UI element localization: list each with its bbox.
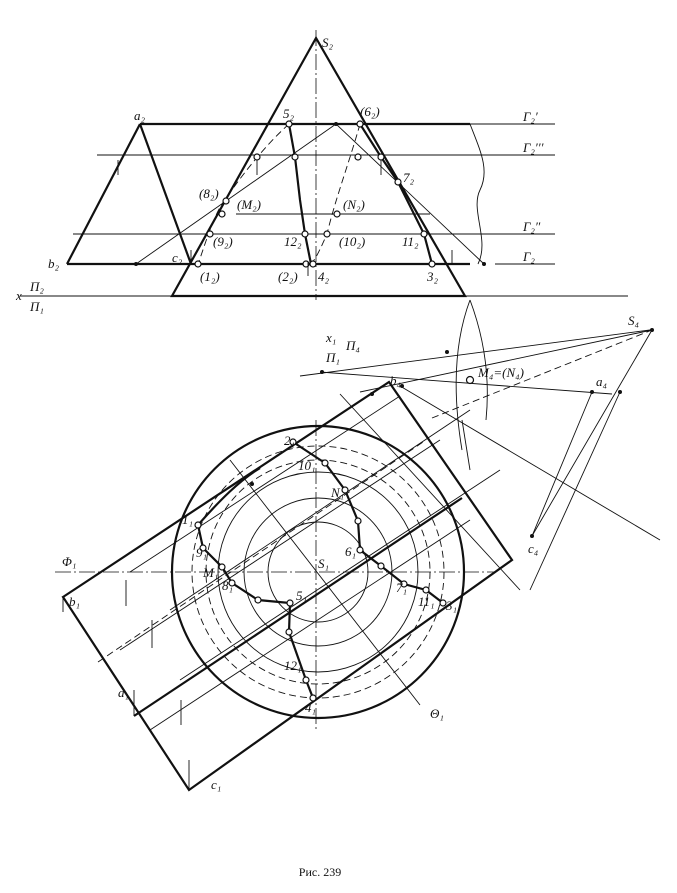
aux-ray-4 xyxy=(531,329,653,537)
label-4-1: 4₁ xyxy=(305,700,316,715)
prism-hidden-edge xyxy=(97,439,427,663)
label-b4: b₄ xyxy=(390,373,402,388)
label-11-2: 11₂ xyxy=(402,234,419,249)
label-12-1: 12₁ xyxy=(284,658,302,673)
label-Theta1: Θ₁ xyxy=(430,706,444,721)
label-Pi2: Π₂ xyxy=(29,279,44,294)
front-view: S₂ a₂ 5₂ (6₂) 7₂ (8₂) (M₂) (N₂) (9₂) 12₂… xyxy=(48,30,555,300)
arc-construction xyxy=(455,299,471,451)
aux-ray-6 xyxy=(529,391,621,591)
label-x1: x₁ xyxy=(325,330,336,345)
label-a1: a₁ xyxy=(118,685,129,700)
label-6-1: 6₁ xyxy=(345,544,356,559)
label-Pi4: Π₄ xyxy=(345,338,360,353)
label-c1: c₁ xyxy=(211,777,221,792)
intersection-curve-visible-front xyxy=(287,123,313,265)
axis-x: x Π₂ Π₁ xyxy=(15,279,628,314)
label-S1: S₁ xyxy=(318,556,329,571)
label-S2: S₂ xyxy=(322,35,334,50)
prism-top-outline xyxy=(61,380,514,792)
label-G2: Г₂ xyxy=(522,249,535,264)
axis-Theta1 xyxy=(229,459,421,706)
axis-x1 xyxy=(299,329,651,377)
label-a4: a₄ xyxy=(596,374,608,389)
label-c4: c₄ xyxy=(528,541,539,556)
label-8-2: (8₂) xyxy=(199,186,219,201)
intersection-curve-top-c xyxy=(197,467,261,526)
label-6-2: (6₂) xyxy=(360,104,380,119)
label-G2-triple: Г₂′′′ xyxy=(522,140,544,155)
auxiliary-view: S₄ x₁ Π₄ Π₁ M₄=(N₄) b₄ a₄ c₄ xyxy=(299,299,661,591)
label-10-1: 10₁ xyxy=(298,458,316,473)
label-9-2: (9₂) xyxy=(213,234,233,249)
label-M1: M₁ xyxy=(202,565,218,580)
label-b2: b₂ xyxy=(48,256,60,271)
cone-front-outline xyxy=(170,35,467,298)
label-a2: a₂ xyxy=(134,108,146,123)
label-M4N4: M₄=(N₄) xyxy=(477,365,524,380)
label-3-2: 3₂ xyxy=(426,269,439,284)
label-2-1: 2₁ xyxy=(284,433,295,448)
label-M2: (M₂) xyxy=(237,197,261,212)
label-N1: N₁ xyxy=(330,485,344,500)
label-S4: S₄ xyxy=(628,313,640,328)
top-view: 2₁ 10₁ N₁ 1₁ 9₁ M₁ 8₁ 6₁ S₁ 5₁ 7₁ 11₁ 3₁… xyxy=(55,380,514,792)
label-Pi1: Π₁ xyxy=(29,299,44,314)
label-G2-double: Г₂″ xyxy=(522,219,541,234)
aux-ray-5 xyxy=(531,391,593,537)
label-11-1: 11₁ xyxy=(418,594,435,609)
aux-ray-1 xyxy=(319,371,613,395)
label-b1: b₁ xyxy=(69,594,80,609)
proj-link-1 xyxy=(399,385,661,541)
label-9-1: 9₁ xyxy=(196,545,207,560)
aux-line-1 xyxy=(135,123,337,265)
label-10-2: (10₂) xyxy=(339,234,365,249)
intersection-curve-right-front xyxy=(359,123,434,265)
proj-link-2 xyxy=(339,393,521,591)
label-5-1: 5₁ xyxy=(296,588,307,603)
label-12-2: 12₂ xyxy=(284,234,302,249)
label-Pi1-aux: Π₁ xyxy=(325,350,340,365)
break-line xyxy=(469,123,485,265)
aux-ray-2 xyxy=(359,329,653,393)
label-1-1: 1₁ xyxy=(182,512,193,527)
label-c2: c₂ xyxy=(172,250,183,265)
label-7-2: 7₂ xyxy=(403,170,415,185)
aux-ray-3 xyxy=(431,329,653,419)
intersection-curve-hidden-left xyxy=(197,123,290,265)
figure-caption: Рис. 239 xyxy=(299,865,341,879)
label-1-2: (1₂) xyxy=(200,269,220,284)
label-8-1: 8₁ xyxy=(222,578,233,593)
label-2-2: (2₂) xyxy=(278,269,298,284)
label-4-2: 4₂ xyxy=(318,269,330,284)
aux-line-2 xyxy=(335,123,485,265)
label-3-1: 3₁ xyxy=(445,598,457,613)
label-N2: (N₂) xyxy=(343,197,365,212)
prism-edge-a1 xyxy=(133,497,463,717)
label-5-2: 5₂ xyxy=(283,106,295,121)
label-G2-prime: Г₂′ xyxy=(522,109,538,124)
arc-construction-2 xyxy=(469,299,488,421)
label-7-1: 7₁ xyxy=(396,580,407,595)
prism-edge-a2-left xyxy=(66,123,141,265)
label-Phi1: Φ₁ xyxy=(62,554,76,569)
prism-edge-a2 xyxy=(138,123,193,265)
label-x: x xyxy=(15,288,22,303)
